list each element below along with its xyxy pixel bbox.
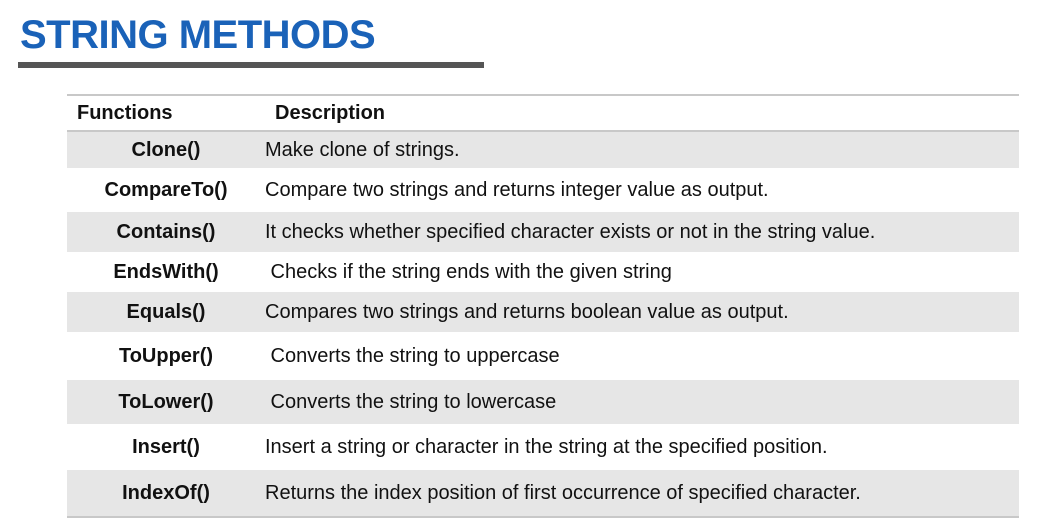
table-row: Contains() It checks whether specified c… bbox=[67, 212, 1019, 252]
string-methods-table: Functions Description Clone() Make clone… bbox=[67, 94, 1019, 518]
function-description: Compares two strings and returns boolean… bbox=[265, 300, 789, 323]
table-row: CompareTo() Compare two strings and retu… bbox=[67, 168, 1019, 212]
function-description: Insert a string or character in the stri… bbox=[265, 435, 828, 458]
function-description: It checks whether specified character ex… bbox=[265, 220, 876, 243]
table-header-row: Functions Description bbox=[67, 96, 1019, 132]
function-name: CompareTo() bbox=[104, 178, 228, 201]
function-name: Contains() bbox=[116, 220, 216, 243]
function-name: Equals() bbox=[126, 300, 206, 323]
function-description: Converts the string to uppercase bbox=[265, 344, 560, 367]
function-description: Converts the string to lowercase bbox=[265, 390, 557, 413]
function-name: ToLower() bbox=[118, 390, 214, 413]
table-row: Insert() Insert a string or character in… bbox=[67, 424, 1019, 470]
header-functions: Functions bbox=[77, 101, 173, 124]
function-description: Checks if the string ends with the given… bbox=[265, 260, 672, 283]
function-description: Returns the index position of first occu… bbox=[265, 481, 861, 504]
page-title: STRING METHODS bbox=[20, 13, 376, 57]
header-description: Description bbox=[275, 101, 386, 124]
function-description: Compare two strings and returns integer … bbox=[265, 178, 769, 201]
table-row: ToUpper() Converts the string to upperca… bbox=[67, 332, 1019, 380]
function-description: Make clone of strings. bbox=[265, 138, 460, 161]
table-row: Clone() Make clone of strings. bbox=[67, 132, 1019, 168]
table-row: EndsWith() Checks if the string ends wit… bbox=[67, 252, 1019, 292]
table-row: ToLower() Converts the string to lowerca… bbox=[67, 380, 1019, 424]
table-row: IndexOf() Returns the index position of … bbox=[67, 470, 1019, 516]
function-name: Insert() bbox=[132, 435, 200, 458]
function-name: EndsWith() bbox=[113, 260, 219, 283]
function-name: Clone() bbox=[131, 138, 201, 161]
title-underline bbox=[18, 62, 484, 68]
function-name: IndexOf() bbox=[122, 481, 210, 504]
function-name: ToUpper() bbox=[118, 344, 214, 367]
table-row: Equals() Compares two strings and return… bbox=[67, 292, 1019, 332]
